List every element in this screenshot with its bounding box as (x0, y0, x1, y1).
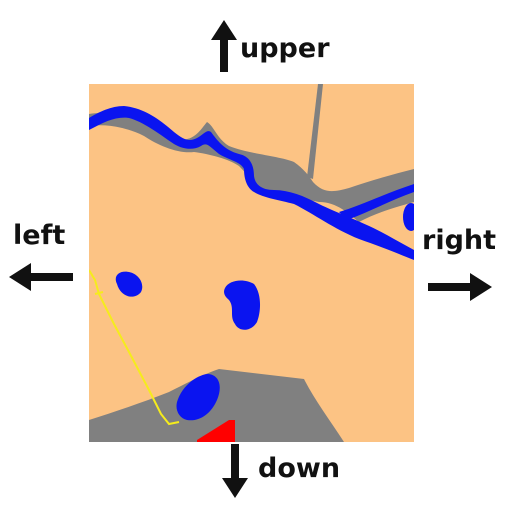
pond-center (224, 280, 261, 330)
direction-label-right: right (422, 225, 497, 256)
arrow-up-icon (211, 20, 237, 72)
marker-red (197, 420, 235, 442)
trail (89, 269, 180, 426)
river-branch (339, 184, 414, 220)
road-bottom (89, 369, 344, 442)
direction-label-upper: upper (240, 33, 330, 64)
map-view[interactable] (89, 84, 414, 442)
arrow-right-icon (428, 273, 492, 301)
arrow-down-icon (222, 444, 248, 498)
arrow-left-icon (9, 263, 73, 291)
pond-left (115, 271, 143, 297)
pond-right-edge (403, 203, 414, 231)
road-upper (307, 84, 323, 179)
pond-bottom (176, 374, 220, 421)
trail-spur (94, 291, 104, 295)
river (89, 106, 414, 260)
direction-label-down: down (258, 453, 341, 484)
direction-label-left: left (13, 220, 66, 251)
